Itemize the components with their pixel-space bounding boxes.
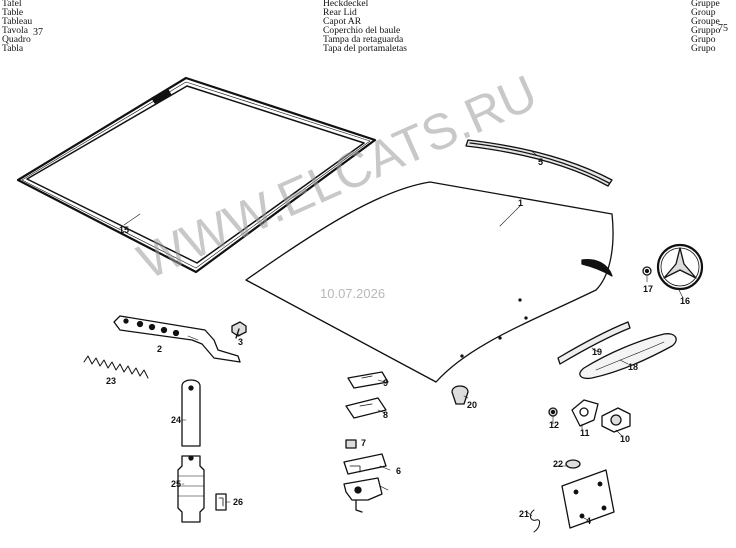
group-label: Grupo (691, 33, 716, 45)
license-plate-panel (561, 469, 615, 529)
group-label: Gruppe (691, 0, 720, 9)
handle-part (579, 333, 677, 380)
part-title: Heckdeckel (323, 0, 369, 9)
washer-part (642, 266, 652, 276)
callout-25: 25 (171, 479, 181, 489)
callout-17: 17 (643, 284, 653, 294)
part-title-column: Heckdeckel Rear Lid Capot AR Coperchio d… (323, 0, 407, 53)
trim-strip-part (465, 139, 613, 187)
grip-strip-part (557, 321, 631, 365)
lock-assembly-part (343, 453, 387, 513)
spring-clip-part (529, 509, 541, 533)
callout-7: 7 (361, 438, 366, 448)
callout-24: 24 (171, 415, 181, 425)
strut-bracket-part (177, 455, 205, 523)
group-label: Grupo (691, 42, 716, 54)
callout-15: 15 (119, 225, 129, 235)
gas-strut-part (181, 379, 201, 447)
group-label-column: Gruppe Group Groupe Gruppo Grupo Grupo (691, 0, 720, 53)
callout-4: 4 (586, 516, 591, 526)
callout-9: 9 (383, 378, 388, 388)
callout-10: 10 (620, 434, 630, 444)
lock-cylinder-part (601, 407, 631, 433)
callout-5: 5 (538, 157, 543, 167)
table-number: 37 (33, 27, 43, 38)
table-label-column: Tafel Table Tableau Tavola Quadro Tabla (2, 0, 32, 53)
table-label: Tableau (2, 15, 33, 27)
table-label: Tafel (2, 0, 22, 9)
callout-22: 22 (553, 459, 563, 469)
callout-6: 6 (396, 466, 401, 476)
callout-2: 2 (157, 344, 162, 354)
callout-23: 23 (106, 376, 116, 386)
callout-12: 12 (549, 420, 559, 430)
page-header: Tafel Table Tableau Tavola Quadro Tabla … (0, 0, 736, 60)
callout-3: 3 (238, 337, 243, 347)
part-title: Coperchio del baule (323, 24, 401, 36)
group-label: Gruppo (691, 24, 721, 36)
nut-part (548, 407, 558, 417)
part-title: Tampa da retaguarda (323, 33, 404, 45)
part-title: Tapa del portamaletas (323, 42, 408, 54)
exploded-parts-diagram: 1 2 3 4 5 6 7 8 9 10 11 12 15 16 17 18 1… (16, 64, 704, 533)
pad-part (347, 371, 389, 389)
callout-16: 16 (680, 296, 690, 306)
watermark-date: 10.07.2026 (320, 286, 385, 301)
callout-20: 20 (467, 400, 477, 410)
hinge-part (113, 315, 241, 363)
table-label: Tabla (2, 42, 24, 54)
bolt-part (231, 321, 247, 339)
rubber-buffer-part (451, 385, 469, 405)
part-title: Capot AR (323, 15, 362, 27)
plate-part (345, 397, 387, 419)
callout-26: 26 (233, 497, 243, 507)
callout-19: 19 (592, 347, 602, 357)
callout-21: 21 (519, 509, 529, 519)
callout-8: 8 (383, 410, 388, 420)
callout-11: 11 (580, 428, 590, 438)
group-label: Groupe (691, 15, 720, 27)
table-label: Quadro (2, 33, 31, 45)
rear-lid-panel (245, 181, 614, 383)
lock-cap-part (345, 439, 357, 449)
part-title: Rear Lid (323, 6, 357, 18)
star-emblem-part (656, 243, 704, 291)
clip-part (215, 493, 227, 511)
grommet-part (565, 459, 581, 469)
leader-lines (123, 149, 684, 521)
table-label: Table (2, 6, 24, 18)
table-label: Tavola (2, 24, 28, 36)
group-number: 75 (718, 23, 728, 34)
lock-bracket-part (571, 399, 599, 427)
callout-1: 1 (518, 198, 523, 208)
group-label: Group (691, 6, 716, 18)
seal-frame-part (16, 76, 377, 274)
spring-part (83, 355, 149, 379)
callout-18: 18 (628, 362, 638, 372)
